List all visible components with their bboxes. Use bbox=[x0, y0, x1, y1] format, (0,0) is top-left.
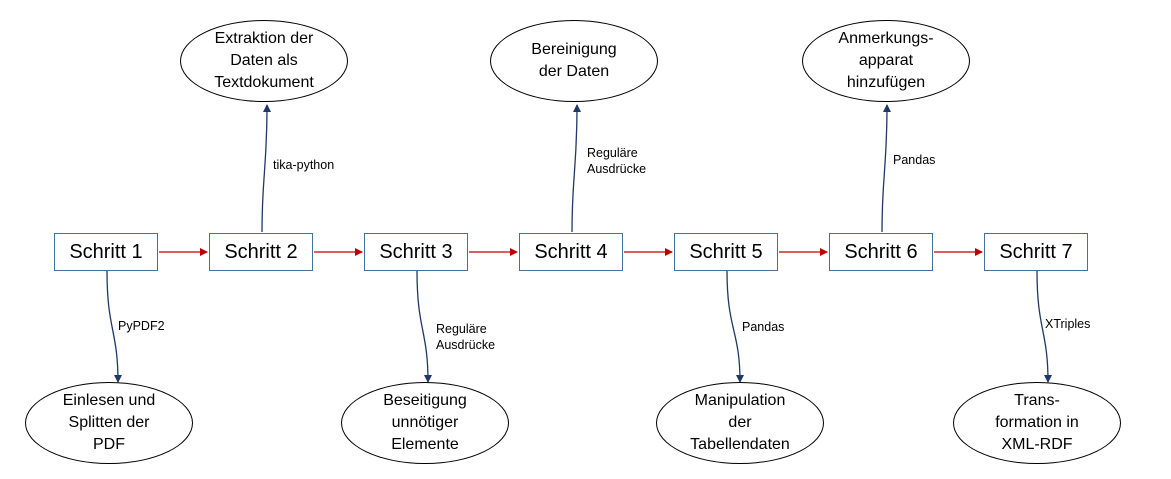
task-6-ellipse: Anmerkungs- apparat hinzufügen bbox=[802, 20, 970, 102]
step-2-label: Schritt 2 bbox=[224, 240, 298, 263]
task-4-label: Bereinigung der Daten bbox=[531, 41, 617, 80]
tool-1-label: PyPDF2 bbox=[118, 319, 165, 333]
step-2-box: Schritt 2 bbox=[209, 233, 313, 271]
tool-arrow-1 bbox=[106, 270, 122, 383]
task-3-ellipse: Beseitigung unnötiger Elemente bbox=[341, 382, 509, 464]
step-3-label: Schritt 3 bbox=[379, 240, 453, 263]
step-1-box: Schritt 1 bbox=[54, 233, 158, 271]
step-6-box: Schritt 6 bbox=[829, 233, 933, 271]
step-1-label: Schritt 1 bbox=[69, 240, 143, 263]
tool-arrow-3 bbox=[416, 270, 432, 383]
tool-6-label: Pandas bbox=[893, 153, 936, 167]
tool-arrow-6 bbox=[881, 104, 891, 233]
task-3-label: Beseitigung unnötiger Elemente bbox=[383, 392, 467, 453]
tool-4-label: Reguläre Ausdrücke bbox=[587, 146, 647, 176]
step-3-box: Schritt 3 bbox=[364, 233, 468, 271]
task-5-label: Manipulation der Tabellendaten bbox=[690, 392, 790, 453]
task-2-label: Extraktion der Daten als Textdokument bbox=[214, 30, 314, 91]
tool-arrow-5 bbox=[726, 270, 744, 383]
tool-arrow-2 bbox=[261, 104, 271, 233]
tool-5-label: Pandas bbox=[742, 320, 785, 334]
tool-7-label: XTriples bbox=[1045, 317, 1091, 331]
tool-arrow-7 bbox=[1036, 270, 1052, 383]
task-6-label: Anmerkungs- apparat hinzufügen bbox=[838, 30, 934, 91]
task-1-ellipse: Einlesen und Splitten der PDF bbox=[25, 382, 193, 464]
step-5-label: Schritt 5 bbox=[689, 240, 763, 263]
step-6-label: Schritt 6 bbox=[844, 240, 918, 263]
task-5-ellipse: Manipulation der Tabellendaten bbox=[656, 382, 824, 464]
task-4-ellipse: Bereinigung der Daten bbox=[490, 20, 658, 102]
step-4-box: Schritt 4 bbox=[519, 233, 623, 271]
tool-2-label: tika-python bbox=[273, 158, 335, 172]
step-4-label: Schritt 4 bbox=[534, 240, 608, 263]
task-2-ellipse: Extraktion der Daten als Textdokument bbox=[180, 20, 348, 102]
step-7-box: Schritt 7 bbox=[984, 233, 1088, 271]
tool-3-label: Reguläre Ausdrücke bbox=[436, 322, 496, 352]
step-5-box: Schritt 5 bbox=[674, 233, 778, 271]
task-1-label: Einlesen und Splitten der PDF bbox=[62, 392, 156, 453]
step-7-label: Schritt 7 bbox=[999, 240, 1073, 263]
task-7-label: Trans- formation in XML-RDF bbox=[995, 392, 1079, 453]
tool-arrow-4 bbox=[571, 104, 581, 233]
task-7-ellipse: Trans- formation in XML-RDF bbox=[953, 382, 1121, 464]
